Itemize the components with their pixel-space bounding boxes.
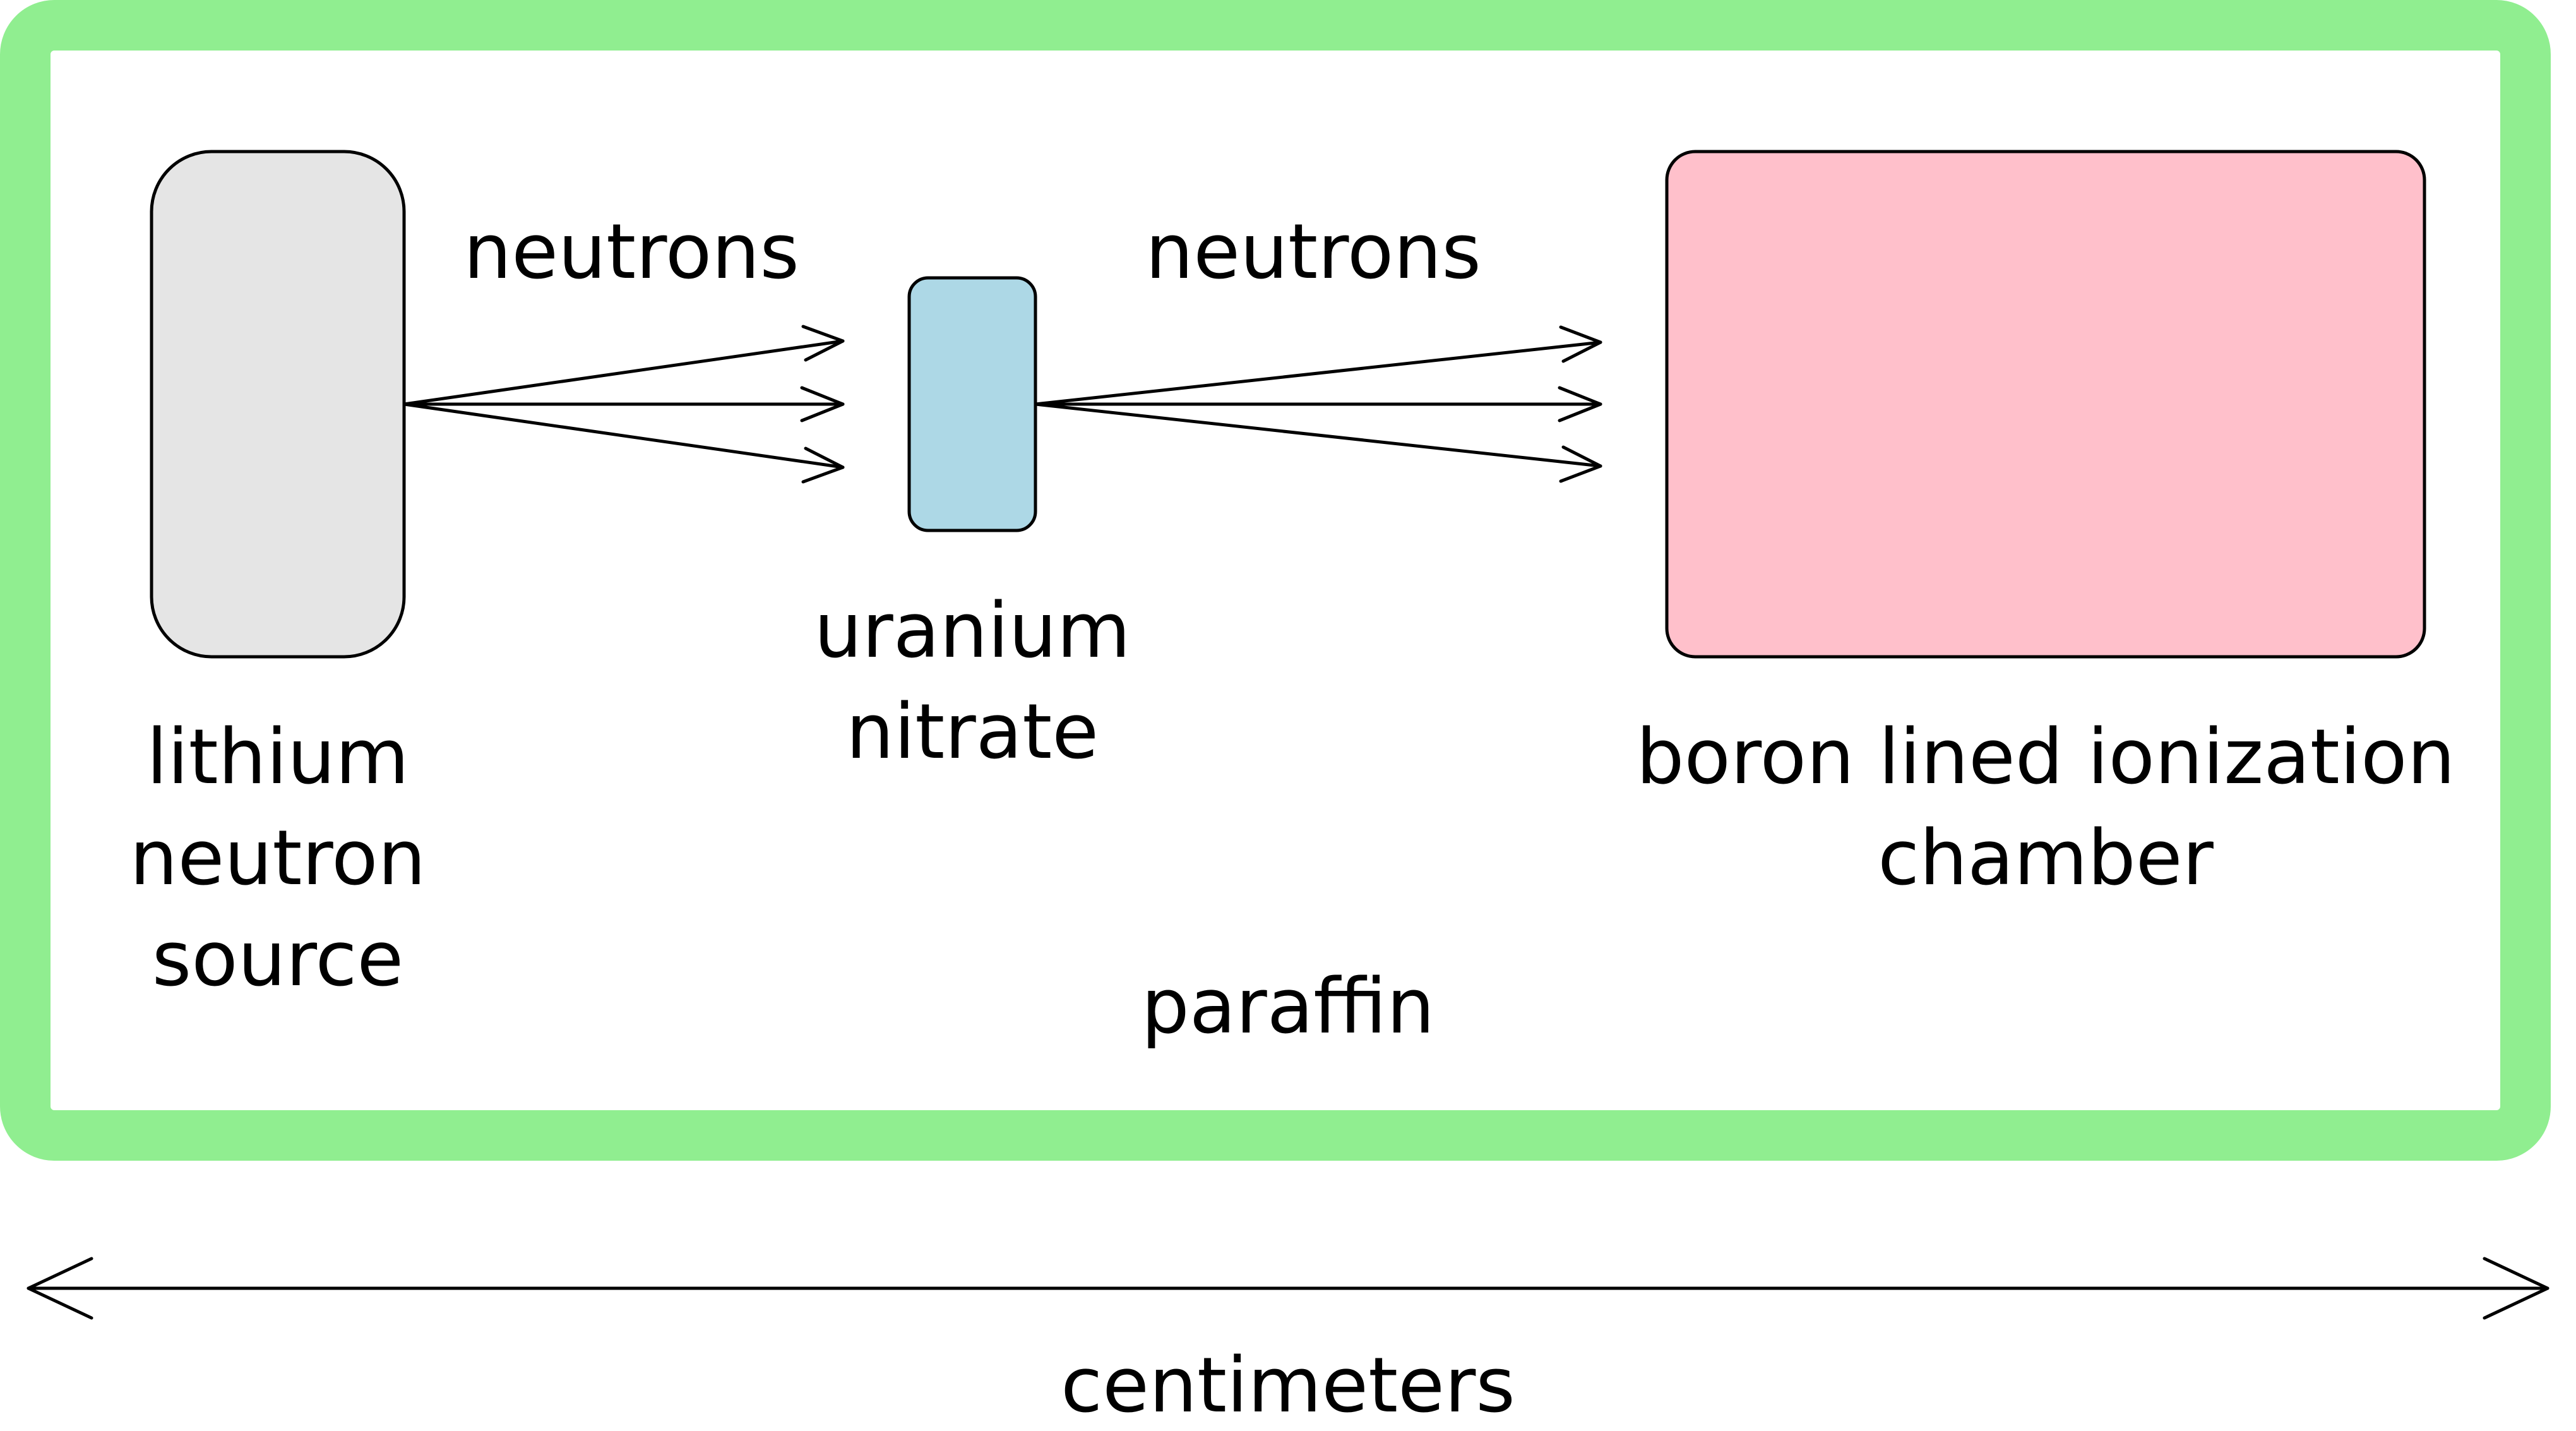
neutron-arrowhead-upper-2 xyxy=(1559,325,1602,363)
scale-arrowhead-right xyxy=(2483,1257,2549,1320)
neutron-arrows-sample-to-chamber xyxy=(1034,325,1602,483)
paraffin-label: paraffin xyxy=(1142,963,1435,1051)
neutron-ray-upper-2 xyxy=(1034,340,1602,406)
ionization-chamber-box xyxy=(1665,150,2426,659)
neutrons-label-right: neutrons xyxy=(1145,208,1481,296)
neutron-arrows-source-to-sample xyxy=(402,325,845,484)
neutron-arrowhead-upper-1 xyxy=(801,325,845,362)
neutrons-label-left: neutrons xyxy=(463,208,799,296)
neutron-arrowhead-middle-1 xyxy=(800,386,845,422)
neutron-arrowhead-middle-2 xyxy=(1558,386,1602,422)
chamber-label-line2: chamber xyxy=(1878,815,2214,902)
sample-label-line2: nitrate xyxy=(846,688,1099,776)
chamber-label-line1: boron lined ionization xyxy=(1636,714,2455,801)
source-label-line3: source xyxy=(152,916,404,1003)
scale-label: centimeters xyxy=(1061,1342,1515,1430)
neutron-arrowhead-lower-1 xyxy=(801,446,845,484)
neutron-ray-lower-1 xyxy=(402,402,845,469)
source-label-line1: lithium xyxy=(146,714,409,801)
neutron-ray-upper-1 xyxy=(402,339,845,406)
lithium-neutron-source-box xyxy=(150,150,406,659)
neutron-arrowhead-lower-2 xyxy=(1559,445,1602,483)
neutron-ray-lower-2 xyxy=(1034,402,1602,468)
sample-label-line1: uranium xyxy=(814,587,1130,675)
uranium-nitrate-sample-box xyxy=(907,276,1037,532)
source-label-line2: neutron xyxy=(129,815,426,902)
scale-arrow xyxy=(27,1257,2549,1320)
scale-arrowhead-left xyxy=(27,1257,93,1320)
